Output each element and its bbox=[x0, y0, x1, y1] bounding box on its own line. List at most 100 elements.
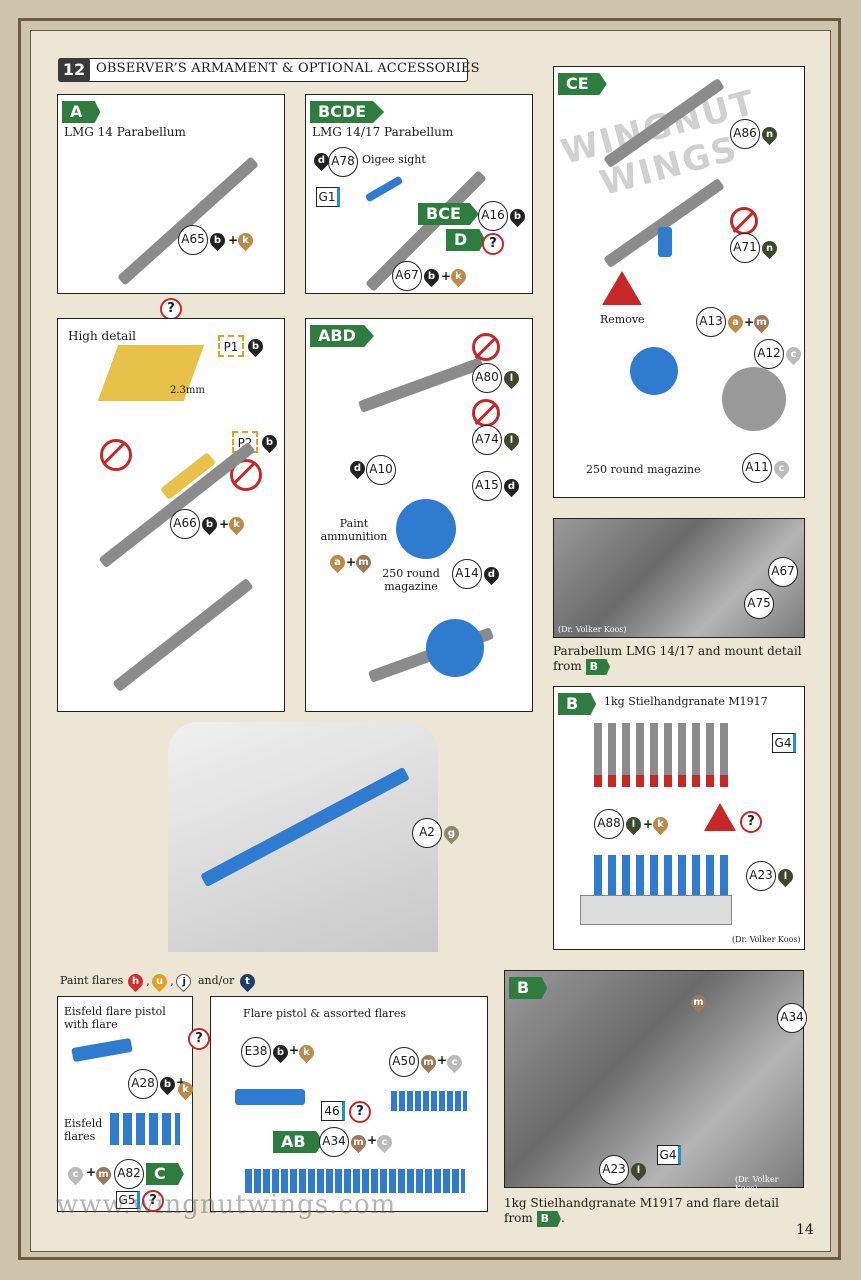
reference-photo-1: A67 A75 (Dr. Volker Koos) bbox=[553, 518, 805, 638]
cockpit-illustration bbox=[168, 722, 438, 952]
paint-drop-b: b bbox=[269, 1041, 292, 1064]
paint-drop-c: c bbox=[770, 457, 793, 480]
photo-credit: (Dr. Volker Koos) bbox=[558, 625, 627, 634]
paint-drop-k: k bbox=[447, 265, 470, 288]
oigee-sight bbox=[364, 175, 404, 203]
paint-drop-b: b bbox=[244, 335, 267, 358]
page-number: 14 bbox=[796, 1222, 814, 1238]
part-a50: A50 bbox=[389, 1047, 419, 1077]
grenade-row-blue bbox=[594, 855, 734, 895]
optional-icon: ? bbox=[349, 1101, 371, 1123]
panel-abd: ABD A80 l A74 l d A10 A15 d Paint ammuni… bbox=[305, 318, 533, 712]
ref-g4: G4 bbox=[772, 733, 796, 753]
ammo-drum-assembled bbox=[426, 619, 484, 677]
panel-title: High detail bbox=[68, 329, 136, 343]
part-a80: A80 bbox=[472, 363, 502, 393]
panel-title: LMG 14/17 Parabellum bbox=[312, 125, 454, 139]
paint-drop-b: b bbox=[258, 431, 281, 454]
paint-drop-b: b bbox=[420, 265, 443, 288]
version-tag-bce: BCE bbox=[418, 203, 479, 225]
part-a66: A66 bbox=[170, 509, 200, 539]
part-a23: A23 bbox=[746, 861, 776, 891]
paint-drop-m: m bbox=[687, 991, 710, 1014]
part-a88: A88 bbox=[594, 809, 624, 839]
paint-drop-l: l bbox=[622, 813, 645, 836]
part-a23: A23 bbox=[599, 1155, 629, 1185]
flare-pistol bbox=[235, 1089, 305, 1105]
optional-icon: ? bbox=[188, 1028, 210, 1050]
photo-credit: (Dr. Volker Koos) bbox=[735, 1175, 779, 1193]
version-tag-c: C bbox=[146, 1163, 184, 1185]
part-a65: A65 bbox=[178, 225, 208, 255]
panel-title: 1kg Stielhandgranate M1917 bbox=[604, 695, 768, 708]
grenade-rack bbox=[580, 895, 732, 925]
assorted-flares-small bbox=[391, 1091, 467, 1111]
paint-drop-c: c bbox=[373, 1131, 396, 1154]
paint-drop-k: k bbox=[649, 813, 672, 836]
optional-icon: ? bbox=[740, 811, 762, 833]
paint-drop-u: u bbox=[148, 970, 171, 993]
version-tag: B bbox=[509, 977, 548, 999]
paint-drop-m: m bbox=[750, 311, 773, 334]
panel-high-detail: High detail P1 b 2.3mm P2 b A66 b + k bbox=[57, 318, 285, 712]
paint-drop-c: c bbox=[443, 1051, 466, 1074]
photo-caption-2: 1kg Stielhandgranate M1917 and flare det… bbox=[504, 1196, 779, 1227]
paint-ammo-label: Paint ammunition bbox=[320, 517, 388, 543]
paint-drop-k: k bbox=[174, 1078, 197, 1101]
grenade-red-bands bbox=[594, 775, 734, 787]
eisfeld-flares bbox=[110, 1113, 180, 1145]
paint-drop-l: l bbox=[627, 1159, 650, 1182]
remove-warning-icon bbox=[704, 803, 736, 831]
page-border-outer bbox=[18, 18, 841, 1260]
panel-flare-pistol: Flare pistol & assorted flares E38 b + k… bbox=[210, 996, 488, 1212]
panel-a: A LMG 14 Parabellum A65 b + k bbox=[57, 94, 285, 294]
optional-icon: ? bbox=[482, 233, 504, 255]
part-e38: E38 bbox=[241, 1037, 271, 1067]
paint-drop-t: t bbox=[236, 970, 259, 993]
version-tag: BCDE bbox=[310, 101, 385, 123]
photo-caption-1: Parabellum LMG 14/17 and mount detail fr… bbox=[553, 644, 802, 675]
no-glue-icon bbox=[730, 207, 758, 235]
step-title: OBSERVER’S ARMAMENT & OPTIONAL ACCESSORI… bbox=[96, 61, 480, 76]
version-tag: ABD bbox=[310, 325, 374, 347]
panel-bcde: BCDE LMG 14/17 Parabellum d A78 Oigee si… bbox=[305, 94, 533, 294]
panel-title: Eisfeld flare pistol with flare bbox=[64, 1005, 166, 1031]
paint-drop-k: k bbox=[234, 229, 257, 252]
paint-drop-b: b bbox=[506, 205, 529, 228]
paint-drop-b: b bbox=[206, 229, 229, 252]
eisfeld-flares-label: Eisfeld flares bbox=[64, 1117, 103, 1143]
paint-drop-l: l bbox=[500, 429, 523, 452]
paint-drop-d: d bbox=[500, 475, 523, 498]
version-tag: B bbox=[558, 693, 597, 715]
lmg14-gun bbox=[117, 156, 259, 286]
ref-g1: G1 bbox=[316, 187, 340, 207]
part-a34: A34 bbox=[777, 1003, 807, 1033]
panel-grenades: B 1kg Stielhandgranate M1917 G4 A88 l + … bbox=[553, 686, 805, 950]
part-a13: A13 bbox=[696, 307, 726, 337]
paint-drop-c: c bbox=[64, 1163, 87, 1186]
version-tag: A bbox=[62, 101, 101, 123]
ref-g5: G5 bbox=[116, 1191, 140, 1209]
ref-p1: P1 bbox=[218, 335, 244, 357]
ammo-drum-blue bbox=[396, 499, 456, 559]
lmg-completed bbox=[112, 577, 254, 693]
dimension-label: 2.3mm bbox=[170, 385, 205, 396]
paint-drop-n: n bbox=[758, 123, 781, 146]
part-a28: A28 bbox=[128, 1069, 158, 1099]
remove-label: Remove bbox=[600, 313, 645, 326]
gun-with-mount bbox=[357, 357, 485, 413]
remove-warning-icon bbox=[602, 271, 642, 305]
paint-drop-n: n bbox=[758, 237, 781, 260]
part-a11: A11 bbox=[742, 453, 772, 483]
paint-drop-m: m bbox=[92, 1163, 115, 1186]
step-number: 12 bbox=[58, 58, 90, 82]
part-a71: A71 bbox=[730, 233, 760, 263]
part-a34: A34 bbox=[319, 1127, 349, 1157]
magazine-drum bbox=[722, 367, 786, 431]
ref-46: 46 bbox=[321, 1101, 345, 1121]
part-a15: A15 bbox=[472, 471, 502, 501]
part-a86: A86 bbox=[730, 119, 760, 149]
and-or-label: and/or bbox=[198, 974, 235, 987]
panel-title: LMG 14 Parabellum bbox=[64, 125, 186, 139]
panel-eisfeld: Eisfeld flare pistol with flare A28 b + … bbox=[57, 996, 193, 1212]
